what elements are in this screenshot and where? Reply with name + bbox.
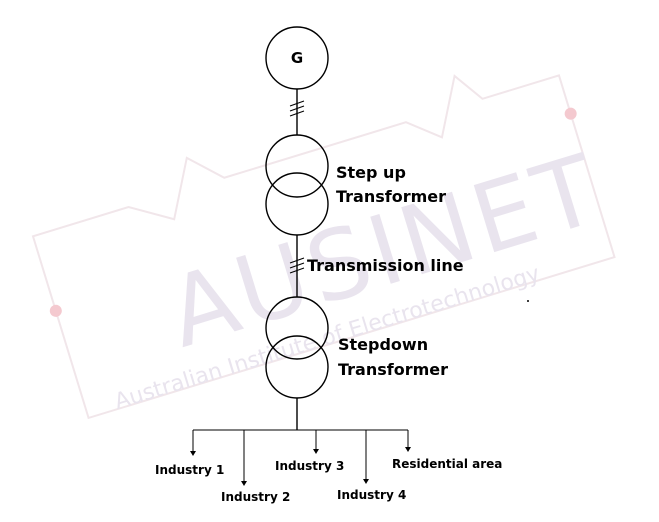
step-down-label-line2: Transformer (338, 360, 448, 379)
three-phase-marks-upper (289, 100, 305, 117)
load-branch-industry-4 (363, 430, 369, 484)
three-phase-marks-transmission (289, 257, 305, 274)
watermark-dot-right (564, 107, 577, 120)
load-branch-industry-3 (313, 430, 319, 454)
watermark-dot-left (49, 304, 62, 317)
generator: G (265, 26, 329, 90)
load-label-industry-4: Industry 4 (337, 488, 406, 502)
generator-label: G (291, 49, 303, 67)
step-up-primary-winding (265, 134, 329, 198)
arrow-head-industry-3 (313, 449, 319, 454)
load-label-residential: Residential area (392, 457, 502, 471)
stray-dot (527, 300, 529, 302)
load-label-industry-3: Industry 3 (275, 459, 344, 473)
step-up-transformer: Step up Transformer (265, 134, 446, 236)
load-label-industry-2: Industry 2 (221, 490, 290, 504)
step-down-primary-winding (265, 296, 329, 360)
load-label-industry-1: Industry 1 (155, 463, 224, 477)
step-down-transformer: Stepdown Transformer (265, 296, 448, 399)
load-branch-industry-2 (241, 430, 247, 486)
transmission-line-label: Transmission line (307, 256, 464, 275)
arrow-head-residential (405, 447, 411, 452)
step-up-label-line2: Transformer (336, 187, 446, 206)
watermark: AUSINET Australian Institute of Electrot… (31, 74, 616, 420)
load-branch-residential (405, 430, 411, 452)
arrow-head-industry-2 (241, 481, 247, 486)
step-up-label-line1: Step up (336, 163, 406, 182)
step-down-label-line1: Stepdown (338, 335, 428, 354)
arrow-head-industry-1 (190, 451, 196, 456)
load-branch-industry-1 (190, 430, 196, 456)
watermark-frame (31, 74, 616, 420)
arrow-head-industry-4 (363, 479, 369, 484)
